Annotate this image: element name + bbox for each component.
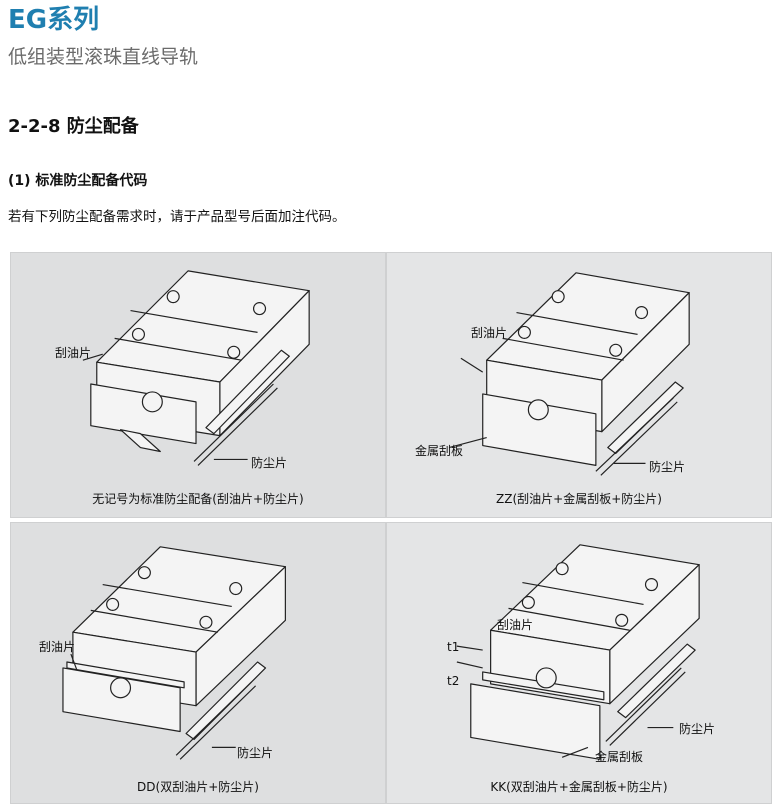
label-t2: t2 (447, 674, 460, 688)
series-title: EG系列 (8, 5, 100, 35)
seal-option-grid: 刮油片 防尘片 无记号为标准防尘配备(刮油片+防尘片) (10, 252, 772, 804)
panel-zz: 刮油片 金属刮板 防尘片 ZZ(刮油片+金属刮板+防尘片) (386, 252, 772, 518)
block-illustration-standard (82, 270, 310, 466)
label-wiper: 刮油片 (471, 326, 508, 340)
intro-text: 若有下列防尘配备需求时，请于产品型号后面加注代码。 (8, 209, 346, 225)
panel-caption: 无记号为标准防尘配备(刮油片+防尘片) (92, 492, 304, 506)
section-heading: 2-2-8 防尘配备 (8, 116, 139, 137)
sub-heading: (1) 标准防尘配备代码 (8, 173, 148, 189)
label-t1: t1 (447, 640, 460, 654)
label-dust-seal: 防尘片 (237, 746, 274, 760)
panel-caption: ZZ(刮油片+金属刮板+防尘片) (496, 492, 662, 506)
label-wiper: 刮油片 (39, 640, 76, 654)
label-dust-seal: 防尘片 (251, 456, 288, 470)
label-dust-seal: 防尘片 (649, 460, 686, 474)
block-illustration-dd (62, 546, 286, 760)
label-wiper: 刮油片 (55, 346, 92, 360)
label-metal-scraper: 金属刮板 (595, 750, 644, 764)
panel-dd: 刮油片 防尘片 DD(双刮油片+防尘片) (10, 522, 386, 804)
series-subtitle: 低组装型滚珠直线导轨 (8, 46, 199, 68)
panel-caption: KK(双刮油片+金属刮板+防尘片) (490, 780, 668, 794)
label-dust-seal: 防尘片 (679, 722, 716, 736)
label-metal-scraper: 金属刮板 (415, 444, 464, 458)
panel-kk: 刮油片 t1 t2 防尘片 金属刮板 KK(双刮油片+金属刮板+防尘片) (386, 522, 772, 804)
block-illustration-zz (448, 272, 690, 476)
panel-standard: 刮油片 防尘片 无记号为标准防尘配备(刮油片+防尘片) (10, 252, 386, 518)
block-illustration-kk (456, 544, 700, 760)
label-wiper: 刮油片 (497, 618, 534, 632)
panel-caption: DD(双刮油片+防尘片) (137, 780, 259, 794)
